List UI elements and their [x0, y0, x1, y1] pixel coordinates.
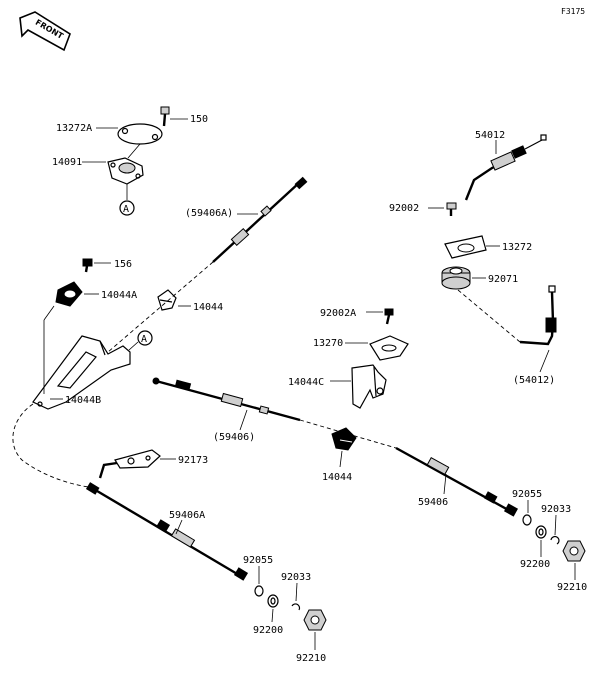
label-54012: 54012	[475, 130, 505, 141]
label-150: 150	[190, 114, 208, 125]
washer-92200-left	[267, 594, 279, 608]
gasket-13270	[369, 335, 409, 361]
label-14044-top: 14044	[193, 302, 223, 313]
label-92200-left: 92200	[253, 625, 283, 636]
label-92200-right: 92200	[520, 559, 550, 570]
label-59406a: 59406A	[169, 510, 205, 521]
cable-59406-mid	[152, 377, 301, 422]
label-13272: 13272	[502, 242, 532, 253]
label-156: 156	[114, 259, 132, 270]
label-59406: 59406	[418, 497, 448, 508]
cable-59406-right	[395, 446, 518, 517]
label-92033-left: 92033	[281, 572, 311, 583]
label-92033-right: 92033	[541, 504, 571, 515]
figure-code: F3175	[561, 7, 585, 16]
washer-92055-right	[522, 514, 532, 526]
label-14044b: 14044B	[65, 395, 101, 406]
label-14091: 14091	[52, 157, 82, 168]
label-14044c: 14044C	[288, 377, 324, 388]
cable-54012	[464, 134, 547, 201]
nut-92210-left	[303, 609, 327, 631]
cable-59406a-lower	[85, 482, 249, 581]
label-59406a-paren: (59406A)	[185, 208, 233, 219]
label-92071: 92071	[488, 274, 518, 285]
bracket-92173	[98, 449, 161, 479]
label-92055-right: 92055	[512, 489, 542, 500]
bolt-156	[82, 258, 93, 273]
front-arrow-icon: FRONT	[19, 11, 71, 52]
bolt-92002a	[384, 308, 394, 325]
label-54012-paren: (54012)	[513, 375, 555, 386]
nut-92210-right	[562, 540, 586, 562]
bolt-92002	[446, 202, 457, 216]
label-92210-right: 92210	[557, 582, 587, 593]
svg-text:A: A	[141, 334, 147, 345]
label-14044a: 14044A	[101, 290, 137, 301]
cable-54012-lower	[519, 285, 557, 346]
marker-a-top: A	[119, 200, 135, 216]
svg-text:A: A	[123, 204, 129, 215]
clip-14044-top	[157, 289, 177, 311]
clamp-14044a	[55, 281, 83, 307]
bolt-150	[160, 106, 170, 127]
washer-92200-right	[535, 525, 547, 539]
label-92055-left: 92055	[243, 555, 273, 566]
lockwasher-92033-right	[550, 536, 560, 545]
washer-92055-left	[254, 585, 264, 597]
label-92210-left: 92210	[296, 653, 326, 664]
lockwasher-92033-left	[291, 603, 301, 611]
label-92002a: 92002A	[320, 308, 356, 319]
label-59406-paren: (59406)	[213, 432, 255, 443]
label-92002: 92002	[389, 203, 419, 214]
cable-59406a-upper	[212, 176, 308, 263]
gasket-13272a	[117, 123, 163, 145]
label-13272a: 13272A	[56, 123, 92, 134]
bracket-14044c	[351, 364, 387, 409]
damper-92071	[441, 266, 471, 290]
label-13270: 13270	[313, 338, 343, 349]
label-92173: 92173	[178, 455, 208, 466]
gasket-13272	[444, 235, 487, 259]
clip-14044-mid	[331, 427, 357, 451]
marker-a-bracket: A	[137, 330, 153, 346]
label-14044-mid: 14044	[322, 472, 352, 483]
damper-14091	[107, 157, 144, 185]
bracket-14044b	[32, 335, 131, 410]
